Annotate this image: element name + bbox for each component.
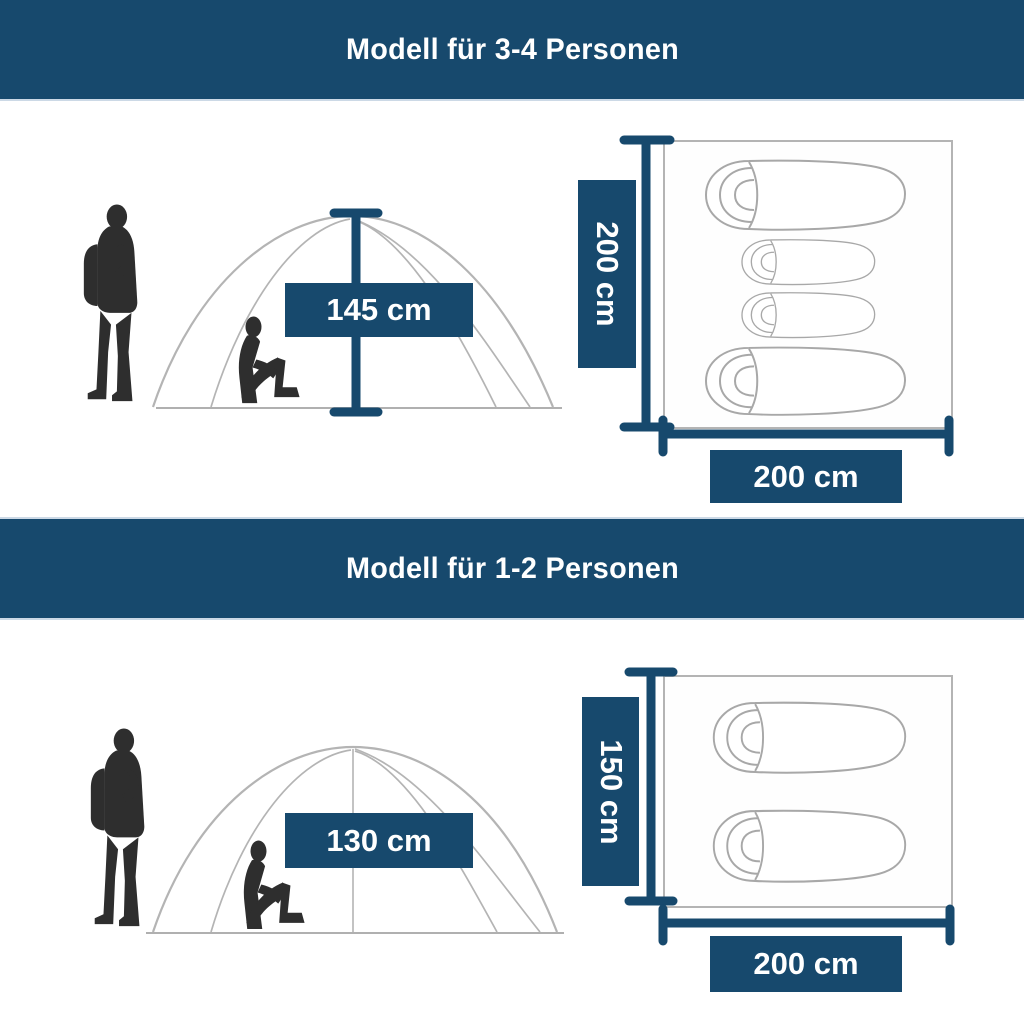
floor-depth-value: 200 cm: [590, 221, 625, 327]
section1-header: Modell für 3-4 Personen: [0, 0, 1024, 101]
floor-width-value: 200 cm: [753, 458, 859, 494]
section1-scene: [83, 135, 954, 457]
section1-title: Modell für 3-4 Personen: [345, 32, 679, 66]
tent-height-label: 145 cm: [285, 283, 473, 337]
sleeping-bag-icon: [741, 292, 876, 339]
depth-measure-line: [624, 667, 678, 906]
standing-person-icon: [83, 204, 138, 402]
sleeping-bag-icon: [705, 159, 906, 231]
tent-height-value: 130 cm: [326, 822, 432, 858]
floor-width-value: 200 cm: [753, 946, 859, 981]
floor-width-label: 200 cm: [710, 936, 902, 992]
section2-header: Modell für 1-2 Personen: [0, 517, 1024, 620]
floor-depth-value: 150 cm: [593, 738, 629, 845]
floor-depth-label: 200 cm: [578, 180, 636, 368]
sleeping-bag-icon: [712, 809, 907, 883]
sleeping-bag-icon: [741, 239, 876, 286]
sleeping-bag-icon: [705, 346, 906, 416]
sleeping-bag-icon: [712, 701, 907, 774]
section2-title: Modell für 1-2 Personen: [345, 551, 679, 585]
tent-height-label: 130 cm: [285, 813, 473, 868]
tent-height-value: 145 cm: [326, 292, 432, 327]
floor-depth-label: 150 cm: [582, 697, 639, 886]
width-measure-line: [658, 415, 954, 457]
width-measure-line: [658, 904, 955, 946]
standing-person-icon: [90, 728, 145, 927]
floor-width-label: 200 cm: [710, 450, 902, 503]
